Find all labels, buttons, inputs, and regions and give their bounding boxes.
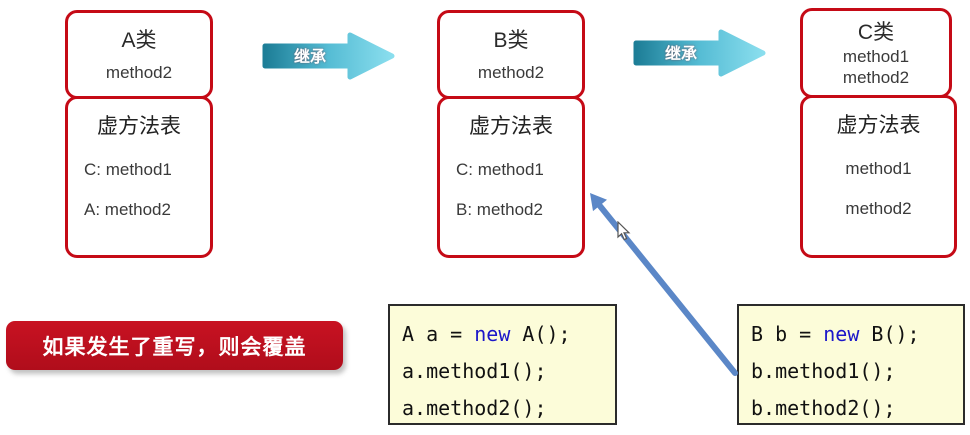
vtable-box-c: 虚方法表 method1 method2 [800, 95, 957, 258]
vtable-box-b: 虚方法表 C: method1 B: method2 [437, 96, 585, 258]
code-line: B b = new B(); [751, 322, 920, 346]
class-box-a: A类 method2 [65, 10, 213, 99]
code-line: a.method1(); [402, 359, 547, 383]
inherit-label: 继承 [293, 49, 326, 66]
block-arrow-icon [633, 29, 766, 77]
code-block-b: B b = new B(); b.method1(); b.method2(); [737, 304, 965, 425]
inherit-arrow-b-c: 继承 [633, 27, 768, 79]
inherit-label: 继承 [664, 46, 697, 63]
code-line: b.method2(); [751, 396, 896, 420]
code-line: b.method1(); [751, 359, 896, 383]
vtable-a-entry: C: method1 [84, 160, 172, 179]
class-b-method: method2 [477, 63, 545, 82]
class-c-method: method1 [842, 47, 910, 66]
class-a-name: A类 [121, 29, 157, 52]
code-line: A a = new A(); [402, 322, 571, 346]
vtable-c-entry: method2 [845, 199, 912, 218]
class-box-c: C类 method1 method2 [800, 8, 952, 98]
vtable-b-entry: B: method2 [456, 200, 543, 219]
inherit-arrow-a-b: 继承 [262, 30, 397, 82]
class-box-b: B类 method2 [437, 10, 585, 99]
override-note: 如果发生了重写，则会覆盖 [6, 321, 343, 370]
vtable-c-title: 虚方法表 [836, 114, 921, 137]
vtable-b-title: 虚方法表 [469, 115, 553, 138]
class-c-method: method2 [842, 68, 910, 87]
class-b-name: B类 [493, 29, 529, 52]
block-arrow-icon [262, 32, 395, 80]
override-note-text: 如果发生了重写，则会覆盖 [42, 335, 307, 359]
vtable-a-title: 虚方法表 [97, 115, 181, 138]
code-line: a.method2(); [402, 396, 547, 420]
vtable-c-entry: method1 [845, 159, 912, 178]
vtable-b-entry: C: method1 [456, 160, 544, 179]
class-a-method: method2 [105, 63, 173, 82]
vtable-box-a: 虚方法表 C: method1 A: method2 [65, 96, 213, 258]
class-c-name: C类 [857, 21, 895, 44]
mouse-cursor-icon [617, 221, 631, 241]
vtable-a-entry: A: method2 [84, 200, 171, 219]
code-block-a: A a = new A(); a.method1(); a.method2(); [388, 304, 617, 425]
